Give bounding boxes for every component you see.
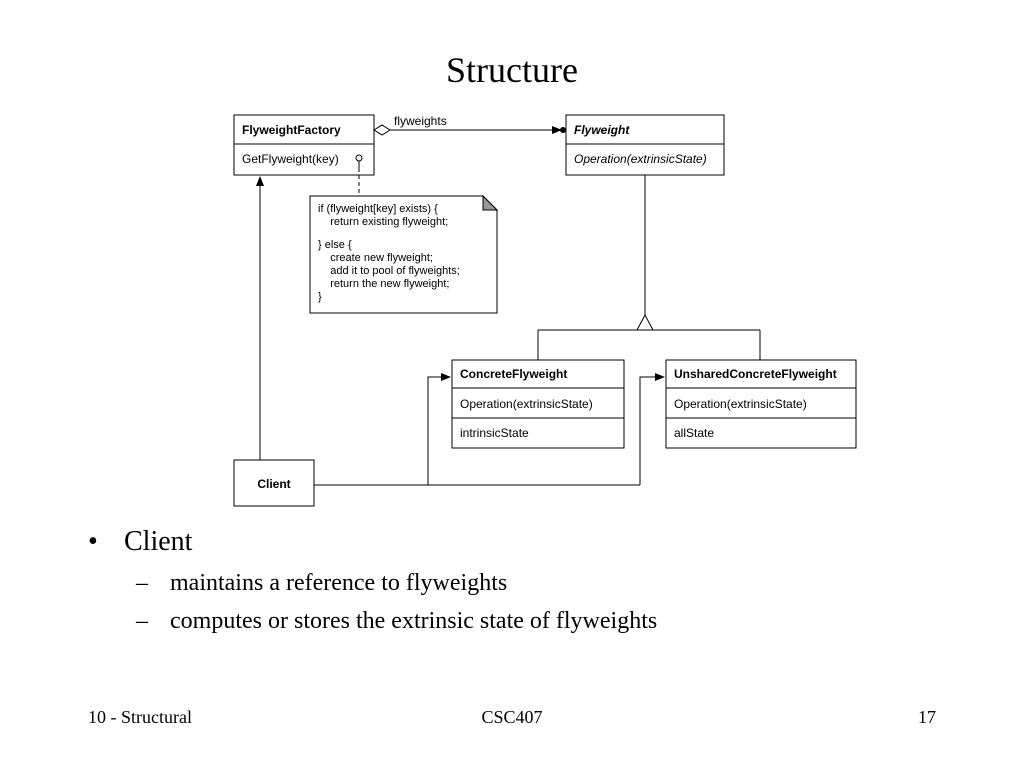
client-flyweight-associations — [314, 373, 665, 486]
concrete-flyweight-attribute: intrinsicState — [460, 426, 529, 440]
unshared-concrete-flyweight-class: UnsharedConcreteFlyweight Operation(extr… — [665, 359, 857, 449]
unshared-flyweight-operation: Operation(extrinsicState) — [674, 397, 807, 411]
flyweight-factory-class: FlyweightFactory GetFlyweight(key) — [233, 114, 375, 176]
association-label: flyweights — [394, 114, 447, 128]
implementation-note: if (flyweight[key] exists) { return exis… — [309, 194, 499, 314]
footer-course: CSC407 — [481, 707, 543, 727]
concrete-flyweight-name: ConcreteFlyweight — [460, 367, 567, 381]
flyweight-operation: Operation(extrinsicState) — [574, 152, 707, 166]
bullet-client: Client — [88, 524, 657, 560]
flyweight-class: Flyweight Operation(extrinsicState) — [565, 114, 725, 176]
concrete-flyweight-class: ConcreteFlyweight Operation(extrinsicSta… — [451, 359, 625, 449]
note-line: if (flyweight[key] exists) { — [318, 203, 438, 215]
sub-bullet: computes or stores the extrinsic state o… — [88, 606, 657, 636]
note-line: } — [318, 291, 322, 303]
slide-number: 17 — [918, 707, 936, 727]
concrete-flyweight-operation: Operation(extrinsicState) — [460, 397, 593, 411]
client-name: Client — [257, 477, 290, 491]
flyweight-factory-name: FlyweightFactory — [242, 123, 341, 137]
flyweights-aggregation: flyweights — [373, 114, 566, 136]
note-line: } else { — [318, 239, 352, 251]
inheritance-relation — [537, 175, 761, 360]
unshared-flyweight-name: UnsharedConcreteFlyweight — [674, 367, 837, 381]
client-class: Client — [233, 459, 315, 507]
flyweight-name: Flyweight — [574, 123, 630, 137]
note-line: return the new flyweight; — [318, 278, 449, 290]
note-line: add it to pool of flyweights; — [318, 265, 460, 277]
unshared-flyweight-attribute: allState — [674, 426, 714, 440]
flyweight-factory-operation: GetFlyweight(key) — [242, 152, 339, 166]
footer-section: 10 - Structural — [88, 707, 192, 727]
bullet-list: Client maintains a reference to flyweigh… — [88, 524, 657, 636]
slide-title: Structure — [446, 50, 578, 90]
note-line: return existing flyweight; — [318, 216, 448, 228]
sub-bullet: maintains a reference to flyweights — [88, 568, 657, 598]
note-line: create new flyweight; — [318, 252, 433, 264]
